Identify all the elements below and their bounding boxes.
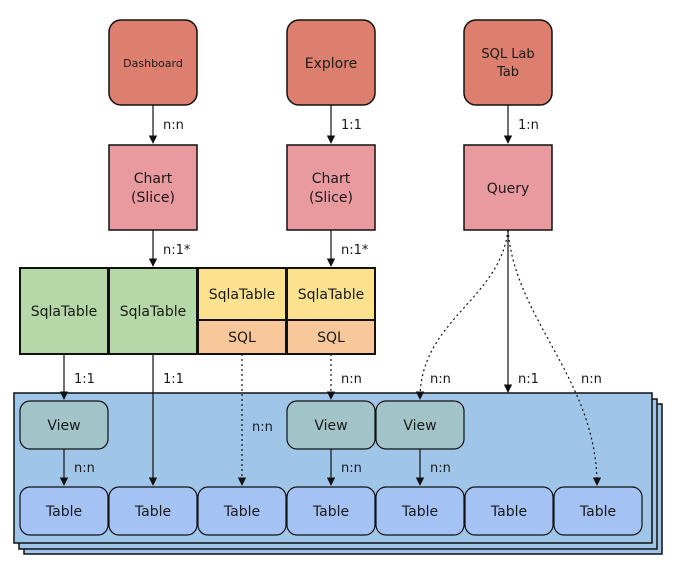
table-node-7 [553,486,643,536]
table-node-4 [286,486,376,536]
sql-box-1-label: SQL [228,330,256,346]
table-4-label: Table [312,504,349,520]
sqlatable-green-1-label: SqlaTable [31,304,97,320]
table-node-1 [19,486,109,536]
table-node-5 [375,486,465,536]
table-3-label: Table [223,504,260,520]
sqllab-label-line2: Tab [496,65,519,80]
chart-2-line1: Chart [312,171,351,187]
edge-query-view [415,229,509,400]
table-node-2 [108,486,198,536]
edge-label-sqllab-query: 1:n [518,118,539,133]
edge-label-view1-table: n:n [74,461,95,476]
table-1-label: Table [45,504,82,520]
sql-box-2 [286,319,376,355]
edge-label-explore-chart: 1:1 [341,118,362,133]
edge-query-table [507,229,602,486]
explore-label: Explore [305,56,358,72]
edge-label-chart1-sqlatable: n:1* [163,243,191,258]
edge-label-query-table: n:n [581,372,602,387]
edge-label-view3-table: n:n [430,461,451,476]
edge-label-query-database: n:1 [518,372,539,387]
sqlatable-yellow-2 [286,267,376,321]
table-6-label: Table [490,504,527,520]
table-2-label: Table [134,504,171,520]
view-1-label: View [47,418,80,434]
chart-2-line2: (Slice) [309,190,353,206]
dashboard-label: Dashboard [123,57,183,70]
sqlatable-green-2-label: SqlaTable [120,304,186,320]
chart-1-line2: (Slice) [131,190,175,206]
chart-node-2 [286,144,376,231]
table-node-6 [464,486,554,536]
table-5-label: Table [401,504,438,520]
sqlatable-green-2 [108,267,198,355]
edge-label-chart2-sqlatable: n:1* [341,243,369,258]
sqllab-node [463,19,553,106]
edge-label-query-view: n:n [430,372,451,387]
edge-label-green2-table: 1:1 [163,372,184,387]
edge-label-sql1-table: n:n [252,420,273,435]
table-node-3 [197,486,287,536]
sqlatable-green-1 [19,267,109,355]
edge-label-green1-view: 1:1 [74,372,95,387]
view-2-label: View [314,418,347,434]
edge-label-view2-table: n:n [341,461,362,476]
query-label: Query [487,181,530,197]
sqlatable-yellow-2-label: SqlaTable [298,287,364,303]
edge-label-dashboard-chart: n:n [163,118,184,133]
edge-label-sql2-view: n:n [341,372,362,387]
chart-node-1 [108,144,198,231]
sqlatable-yellow-1-label: SqlaTable [209,287,275,303]
chart-1-line1: Chart [134,171,173,187]
sqllab-label-line1: SQL Lab [481,47,534,62]
sql-box-2-label: SQL [317,330,345,346]
sqlatable-yellow-1 [197,267,287,321]
table-7-label: Table [579,504,616,520]
view-3-label: View [403,418,436,434]
